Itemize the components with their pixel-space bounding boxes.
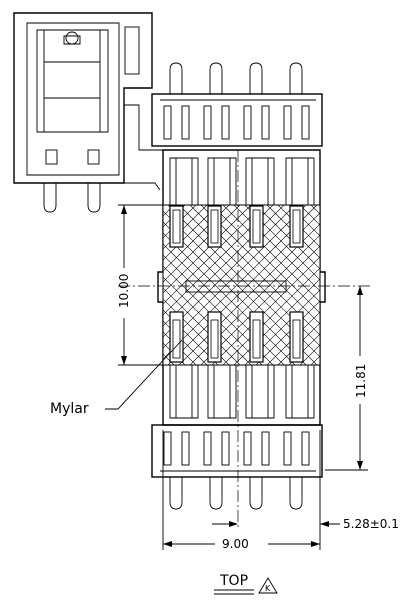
bottom-pins	[169, 477, 303, 510]
center-lines	[118, 150, 370, 530]
dimension-10-text: 10.00	[117, 274, 131, 308]
dimension-10: 10.00	[117, 204, 163, 366]
dimension-5-text: 5.28±0.1	[343, 517, 399, 531]
dimension-5: 5.28±0.1	[212, 517, 399, 531]
latch-housing	[13, 12, 165, 213]
mylar-label: Mylar	[50, 401, 89, 417]
top-pins	[169, 62, 303, 94]
latch-pad-left	[45, 149, 58, 165]
latch-pad-right	[87, 149, 100, 165]
revision-letter: K	[265, 584, 271, 593]
dimension-11: 11.81	[325, 286, 368, 471]
top-terminal-row	[151, 93, 323, 147]
dimension-11-text: 11.81	[354, 364, 368, 398]
contacts	[169, 205, 304, 363]
view-title: TOP	[219, 573, 248, 589]
dimension-9: 9.00	[162, 430, 321, 551]
mylar-callout: Mylar	[50, 339, 183, 417]
revision-triangle-icon	[258, 577, 278, 594]
bottom-terminal-row	[151, 424, 323, 478]
dimension-9-text: 9.00	[222, 537, 249, 551]
view-label: TOP K	[214, 573, 278, 595]
mylar-region	[162, 204, 321, 366]
